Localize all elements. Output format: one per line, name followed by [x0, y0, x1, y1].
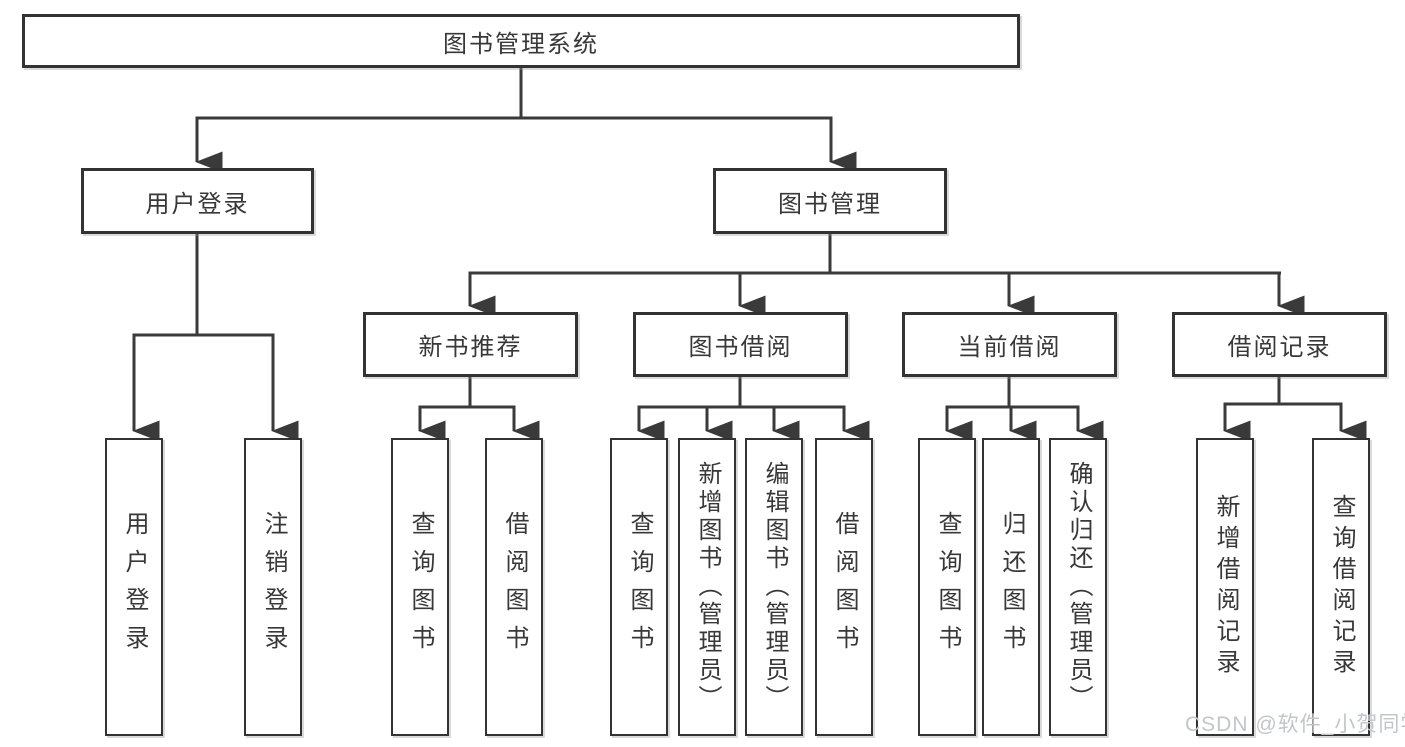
- leaf-label: 查询图书: [934, 511, 961, 663]
- leaf-borrow-books: 借阅图书: [815, 438, 873, 736]
- leaf-label: 归还图书: [998, 511, 1025, 663]
- leaf-add-borrow-record: 新增借阅记录: [1196, 438, 1254, 736]
- node-current-borrowing: 当前借阅: [902, 312, 1117, 377]
- leaf-label: 借阅图书: [831, 511, 858, 663]
- node-book-management: 图书管理: [713, 168, 947, 234]
- leaf-query-borrow-record: 查询借阅记录: [1312, 438, 1370, 736]
- leaf-query-books: 查询图书: [918, 438, 976, 736]
- leaf-borrow-books: 借阅图书: [485, 438, 543, 736]
- node-new-book-recommendation: 新书推荐: [363, 312, 578, 377]
- csdn-watermark: CSDN @软件_小贺同学: [1185, 713, 1405, 736]
- leaf-label: 新增图书（管理员）: [694, 461, 721, 713]
- leaf-add-books-admin: 新增图书（管理员）: [678, 438, 736, 736]
- leaf-edit-books-admin: 编辑图书（管理员）: [745, 438, 803, 736]
- leaf-label: 编辑图书（管理员）: [761, 461, 788, 713]
- node-label: 用户登录: [145, 190, 250, 218]
- node-label: 图书管理: [778, 190, 882, 218]
- node-label: 新书推荐: [418, 334, 523, 361]
- node-label: 当前借阅: [957, 334, 1062, 361]
- leaf-return-books: 归还图书: [982, 438, 1040, 736]
- leaf-label: 新增借阅记录: [1212, 494, 1239, 680]
- leaf-label: 借阅图书: [501, 511, 528, 663]
- node-user-login: 用户登录: [81, 168, 314, 234]
- leaf-label: 用户登录: [121, 511, 148, 663]
- leaf-confirm-return-admin: 确认归还（管理员）: [1049, 438, 1107, 736]
- leaf-label: 查询图书: [626, 511, 653, 663]
- node-label: 图书管理系统: [443, 30, 599, 58]
- leaf-query-books: 查询图书: [391, 438, 449, 736]
- leaf-label: 查询借阅记录: [1328, 494, 1355, 680]
- node-library-management-system: 图书管理系统: [22, 14, 1020, 68]
- node-label: 借阅记录: [1227, 334, 1332, 361]
- leaf-query-books: 查询图书: [610, 438, 668, 736]
- leaf-label: 注销登录: [260, 511, 287, 663]
- leaf-user-login: 用户登录: [105, 438, 163, 736]
- node-borrowing-records: 借阅记录: [1172, 312, 1387, 377]
- leaf-logout: 注销登录: [244, 438, 302, 736]
- leaf-label: 确认归还（管理员）: [1065, 461, 1092, 713]
- leaf-label: 查询图书: [407, 511, 434, 663]
- node-book-borrowing: 图书借阅: [633, 312, 848, 377]
- node-label: 图书借阅: [688, 334, 793, 361]
